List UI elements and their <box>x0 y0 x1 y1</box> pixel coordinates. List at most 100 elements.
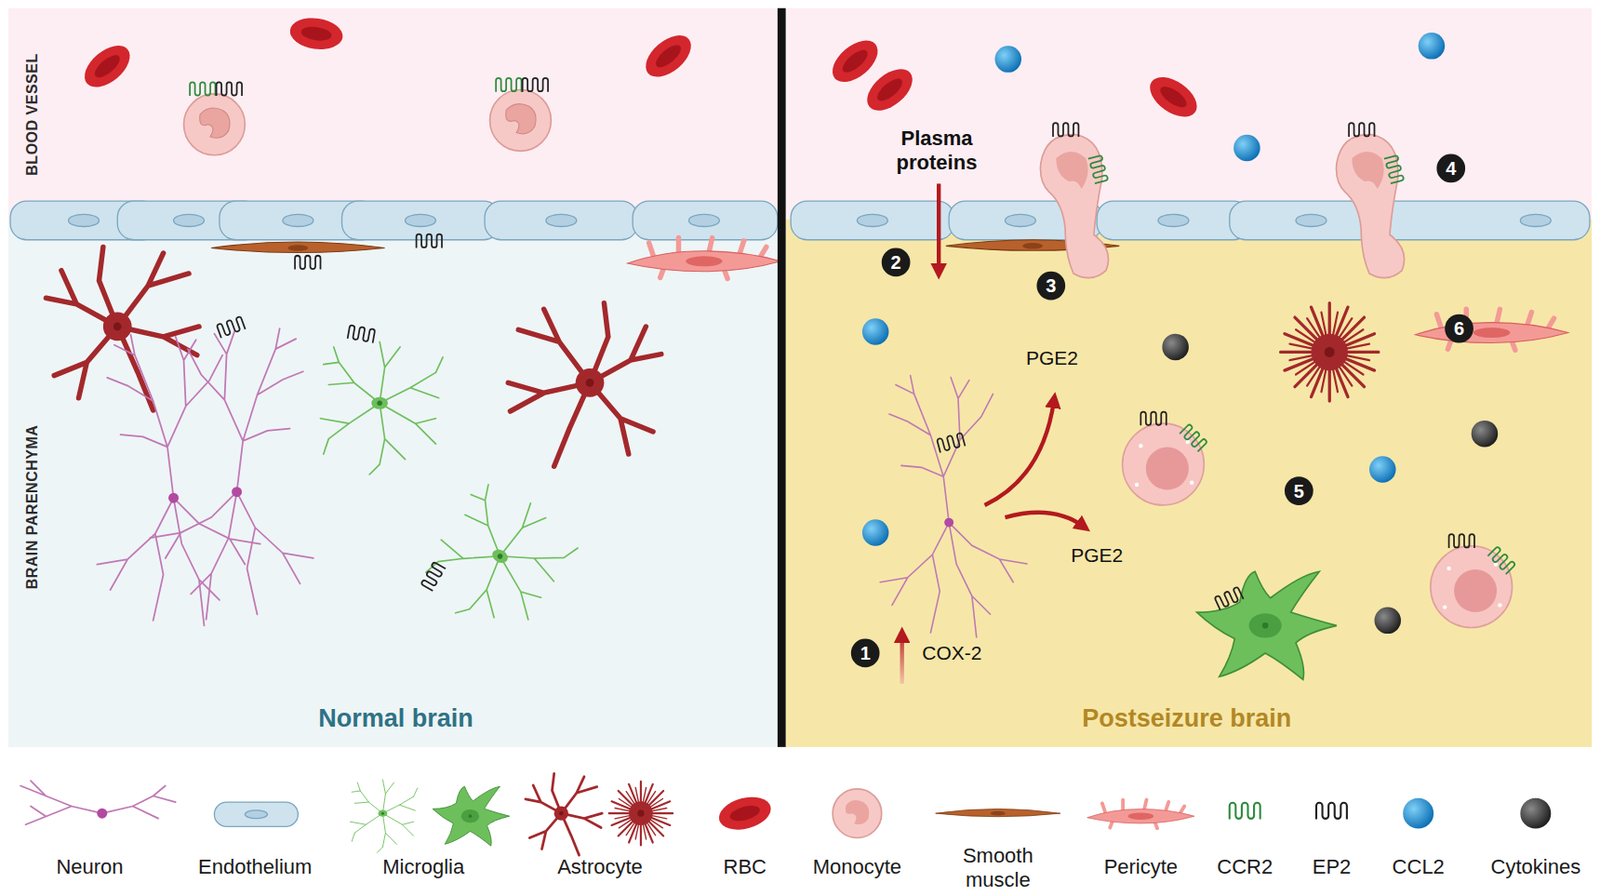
pge2-release-arrow <box>985 400 1055 506</box>
callout-disc <box>881 248 911 278</box>
panel-title: Normal brain <box>318 705 474 734</box>
callout-disc <box>1436 154 1466 184</box>
region-label: BLOOD VESSEL <box>24 53 41 175</box>
pge2-release-arrow <box>1004 512 1083 527</box>
legend-text: Pericyte <box>1061 855 1220 880</box>
legend-text: Endothelium <box>175 855 334 880</box>
monocyte <box>184 81 246 155</box>
astrocyte <box>45 246 200 410</box>
callout-number: 4 <box>1445 157 1456 179</box>
infiltrating-monocyte <box>1430 533 1516 627</box>
callout-disc <box>1444 314 1474 344</box>
cytokine-molecule <box>1161 333 1189 361</box>
ep2-receptor <box>420 561 446 591</box>
callout-number: 2 <box>891 251 902 273</box>
molecule-label: PGE2 <box>1026 346 1079 370</box>
ccl2-molecule <box>1418 32 1446 60</box>
callout-disc <box>851 639 880 668</box>
legend-text: Cytokines <box>1456 855 1600 880</box>
endothelium-row <box>10 200 778 240</box>
rbc <box>859 61 920 120</box>
ep2-receptor <box>1214 586 1244 611</box>
ccl2-molecule <box>862 318 890 346</box>
ccl2-molecule <box>1369 455 1397 483</box>
rbc <box>288 14 346 54</box>
panel-title: Postseizure brain <box>1081 705 1292 734</box>
infiltrating-monocyte <box>1122 412 1208 506</box>
legend-text: Neuron <box>11 855 170 880</box>
legend-rbc-icon <box>715 791 775 836</box>
molecule-label: PGE2 <box>1070 544 1123 567</box>
ccl2-molecule <box>862 519 890 547</box>
legend-smooth-muscle-icon <box>935 808 1061 816</box>
callout-disc <box>1036 271 1066 301</box>
legend-monocyte-icon <box>832 788 882 839</box>
ep2-receptor <box>416 234 442 249</box>
neuron <box>96 334 260 627</box>
rbc <box>638 26 699 85</box>
plasma-leak-arrow <box>936 183 941 271</box>
callout-number: 6 <box>1453 318 1465 340</box>
microglia-resting <box>413 473 586 650</box>
cytokine-molecule <box>1374 607 1402 635</box>
region-label: BRAIN PARENCHYMA <box>24 425 41 590</box>
legend-astrocyte-icon <box>609 781 673 845</box>
panel-region: Normal brain <box>8 8 778 747</box>
legend-ep2-icon <box>1316 802 1347 820</box>
vessel-lumen <box>786 8 1592 223</box>
ep2-receptor <box>347 324 376 343</box>
callout-number: 5 <box>1293 480 1305 502</box>
legend-microglia-icon <box>432 786 510 846</box>
smooth-muscle-cell <box>211 241 385 254</box>
reactive-astrocyte <box>1280 303 1379 401</box>
rbc <box>77 37 138 95</box>
legend-cytokine-icon <box>1520 798 1551 829</box>
parenchyma-postseizure <box>786 219 1592 747</box>
legend-text: CCR2 <box>1165 855 1324 880</box>
extravasating-monocyte <box>1040 122 1108 279</box>
endothelium-row <box>790 200 1590 240</box>
neuron <box>880 375 1027 638</box>
legend-ccr2-icon <box>1229 802 1261 820</box>
annotation: Plasma proteins <box>880 126 993 174</box>
molecule-label: COX-2 <box>921 641 982 665</box>
legend-text: RBC <box>666 855 825 880</box>
cox2-up-arrow <box>899 634 904 684</box>
panel-divider <box>777 8 787 747</box>
panel-region: Postseizure brain <box>787 8 1592 747</box>
pericyte <box>1414 308 1569 350</box>
microglia-resting <box>320 341 443 475</box>
legend-text: Monocyte <box>777 855 936 880</box>
ccl2-molecule <box>1233 134 1261 162</box>
astrocyte <box>507 303 662 467</box>
legend-microglia-icon <box>349 779 417 853</box>
parenchyma-normal <box>8 219 780 747</box>
legend-text: Smooth muscle <box>956 843 1040 892</box>
rbc <box>825 32 886 91</box>
legend-text: CCL2 <box>1339 855 1498 880</box>
legend-text: EP2 <box>1253 855 1412 880</box>
callout-number: 3 <box>1045 275 1056 297</box>
callout-disc <box>1284 476 1314 506</box>
monocyte <box>490 78 552 151</box>
rbc <box>1143 68 1205 125</box>
legend-endothelium-icon <box>213 801 298 827</box>
extravasating-monocyte <box>1336 122 1405 279</box>
legend-ccl2-icon <box>1402 798 1434 829</box>
vessel-lumen <box>8 8 780 223</box>
ep2-receptor <box>294 255 320 270</box>
legend-text: Microglia <box>344 855 503 880</box>
ccl2-molecule <box>994 45 1022 73</box>
legend-astrocyte-icon <box>525 773 602 855</box>
pericyte <box>627 238 782 280</box>
ep2-receptor <box>936 432 965 453</box>
neuron <box>149 328 313 620</box>
cytokine-molecule <box>1471 420 1499 448</box>
microglia-activated <box>1197 571 1337 680</box>
legend-neuron-icon <box>20 780 176 825</box>
callout-number: 1 <box>860 642 871 665</box>
ep2-receptor <box>216 316 246 338</box>
legend-pericyte-icon <box>1087 800 1195 829</box>
